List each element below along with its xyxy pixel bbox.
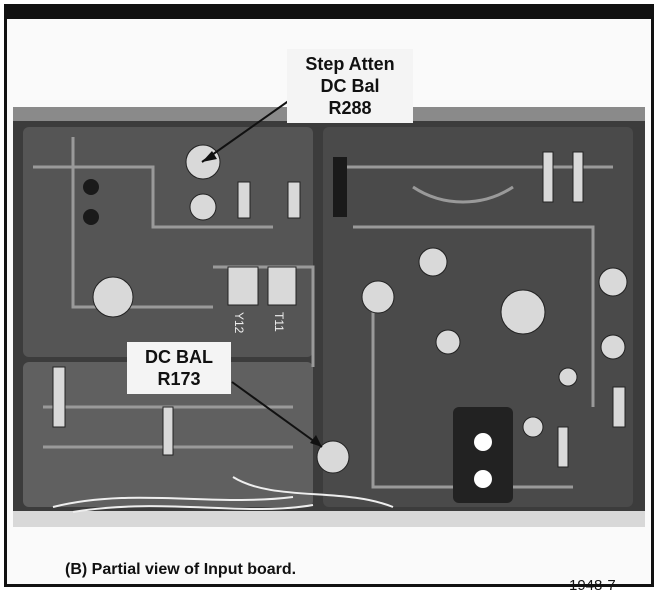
figure-frame: Y12 T11 Step Atten DC Bal R288 DC BAL R1…	[4, 4, 654, 594]
figure-number: 1948-7	[569, 577, 616, 594]
step-atten-line1: Step Atten	[305, 54, 395, 74]
figure-caption: (B) Partial view of Input board.	[65, 561, 297, 578]
dc-bal-line2: R173	[157, 369, 201, 389]
step-atten-label: Step Atten DC Bal R288	[287, 49, 413, 123]
pointer-arrows	[201, 94, 323, 448]
step-atten-line3: R288	[328, 98, 372, 118]
board-marking-t11: T11	[272, 312, 286, 332]
arrow-r173	[231, 381, 323, 448]
top-border-bar	[7, 7, 651, 19]
arrow-r288	[201, 94, 298, 163]
dc-bal-line1: DC BAL	[145, 347, 213, 367]
board-marking-y12: Y12	[232, 312, 246, 334]
step-atten-line2: DC Bal	[320, 76, 380, 96]
dc-bal-label: DC BAL R173	[127, 342, 231, 394]
